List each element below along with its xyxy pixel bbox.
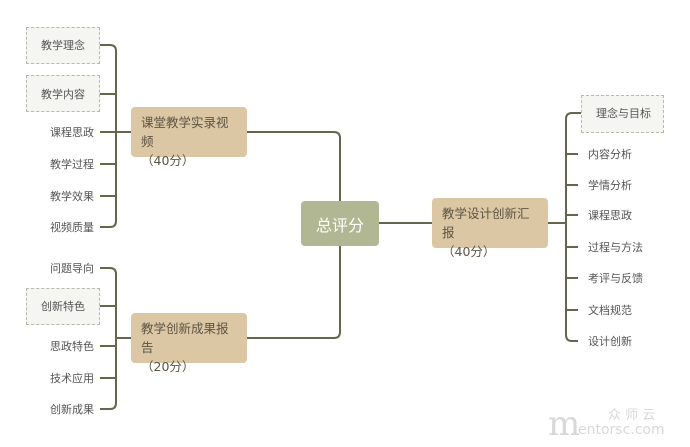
leaf-item[interactable]: 技术应用 xyxy=(50,372,94,385)
branch-title: 教学创新成果报告 xyxy=(141,321,229,355)
leaf-item[interactable]: 问题导向 xyxy=(50,262,94,275)
leaf-item[interactable]: 教学内容 xyxy=(41,88,85,101)
watermark-cn: 众 师 云 xyxy=(608,408,656,423)
branch-score: （20分） xyxy=(141,359,195,374)
branch-score: （40分） xyxy=(442,244,496,259)
leaf-item[interactable]: 创新成果 xyxy=(50,403,94,416)
branch-node-design[interactable]: 教学设计创新汇报 （40分） xyxy=(432,198,548,259)
leaf-item[interactable]: 课程思政 xyxy=(50,126,94,139)
leaf-item[interactable]: 内容分析 xyxy=(588,148,632,161)
leaf-item[interactable]: 创新特色 xyxy=(41,300,85,313)
leaf-item[interactable]: 理念与目标 xyxy=(596,107,651,120)
leaf-item[interactable]: 文档规范 xyxy=(588,304,632,317)
watermark-en: entorsc.com xyxy=(578,422,665,438)
leaf-item[interactable]: 教学过程 xyxy=(50,158,94,171)
branch-score: （40分） xyxy=(141,153,195,168)
watermark-logo-icon: m xyxy=(548,404,581,444)
leaf-item[interactable]: 思政特色 xyxy=(50,340,94,353)
center-node[interactable]: 总评分 xyxy=(301,201,379,246)
leaf-item[interactable]: 过程与方法 xyxy=(588,241,643,254)
dashed-frame xyxy=(26,75,100,112)
leaf-item[interactable]: 设计创新 xyxy=(588,335,632,348)
branch-title: 课堂教学实录视频 xyxy=(141,115,229,149)
branch-title: 教学设计创新汇报 xyxy=(442,206,530,240)
leaf-item[interactable]: 学情分析 xyxy=(588,179,632,192)
leaf-item[interactable]: 视频质量 xyxy=(50,221,94,234)
branch-node-video[interactable]: 课堂教学实录视频 （40分） xyxy=(131,107,247,168)
leaf-item[interactable]: 考评与反馈 xyxy=(588,272,643,285)
leaf-item[interactable]: 教学理念 xyxy=(41,39,85,52)
leaf-item[interactable]: 教学效果 xyxy=(50,190,94,203)
dashed-frame xyxy=(581,95,664,133)
branch-node-report[interactable]: 教学创新成果报告 （20分） xyxy=(131,313,247,374)
dashed-frame xyxy=(26,27,100,64)
dashed-frame xyxy=(26,288,100,325)
leaf-item[interactable]: 课程思政 xyxy=(588,209,632,222)
